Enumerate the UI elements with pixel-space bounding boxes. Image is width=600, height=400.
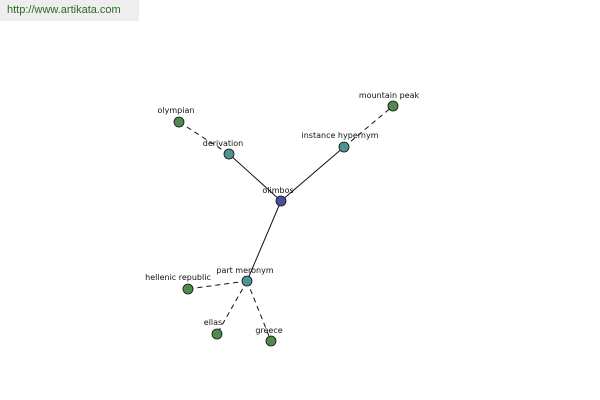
edge-olimbos-instance-hypernym bbox=[280, 146, 345, 202]
leaf-node-marker bbox=[265, 335, 277, 347]
node-derivation[interactable]: derivation bbox=[203, 139, 243, 160]
leaf-node-marker bbox=[182, 283, 194, 295]
leaf-node-label: olympian bbox=[158, 106, 195, 115]
relation-node-label: part meronym bbox=[216, 266, 273, 275]
relation-node-marker bbox=[223, 148, 235, 160]
center-node-marker bbox=[275, 195, 287, 207]
node-hellenic-republic[interactable]: hellenic republic bbox=[145, 273, 211, 295]
leaf-node-marker bbox=[173, 116, 185, 128]
leaf-node-label: hellenic republic bbox=[145, 273, 211, 282]
relation-node-marker bbox=[241, 275, 253, 287]
edge-derivation-olympian bbox=[178, 121, 230, 155]
source-url-link[interactable]: http://www.artikata.com bbox=[7, 4, 121, 16]
node-greece[interactable]: greece bbox=[255, 326, 283, 347]
edge-part-meronym-greece bbox=[246, 280, 272, 342]
node-olimbos[interactable]: olimbos bbox=[262, 186, 294, 207]
leaf-node-marker bbox=[387, 100, 399, 112]
relation-node-label: instance hypernym bbox=[302, 131, 379, 140]
node-part-meronym[interactable]: part meronym bbox=[216, 266, 274, 287]
leaf-node-label: mountain peak bbox=[359, 91, 420, 100]
edge-olimbos-derivation bbox=[228, 153, 282, 202]
node-olympian[interactable]: olympian bbox=[158, 106, 195, 128]
node-ellas[interactable]: ellas bbox=[204, 318, 223, 340]
leaf-node-marker bbox=[211, 328, 223, 340]
node-instance-hypernym[interactable]: instance hypernym bbox=[302, 131, 379, 153]
node-mountain-peak[interactable]: mountain peak bbox=[359, 91, 420, 112]
leaf-node-label: greece bbox=[255, 326, 282, 335]
edge-olimbos-part-meronym bbox=[246, 200, 282, 282]
center-node-label: olimbos bbox=[262, 186, 293, 195]
relation-node-marker bbox=[338, 141, 350, 153]
edge-instance-hypernym-mountain-peak bbox=[343, 105, 394, 148]
edge-part-meronym-ellas bbox=[216, 280, 248, 335]
edge-part-meronym-hellenic-republic bbox=[187, 280, 248, 290]
leaf-node-label: ellas bbox=[204, 318, 222, 327]
source-url-bar: http://www.artikata.com bbox=[0, 0, 139, 21]
relation-node-label: derivation bbox=[203, 139, 243, 148]
